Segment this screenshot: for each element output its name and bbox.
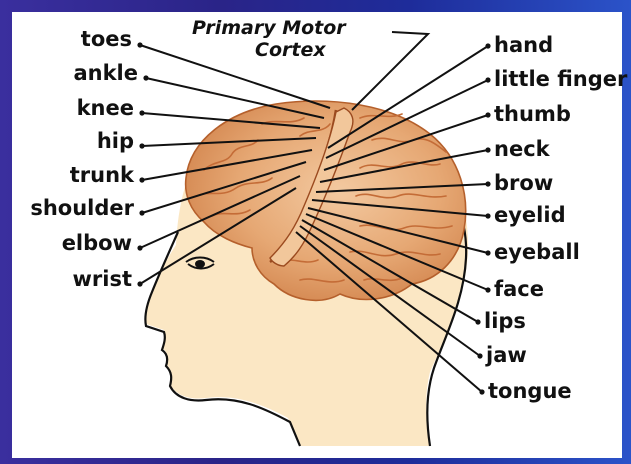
leader-dot-shoulder — [139, 210, 144, 215]
leader-dot-toes — [137, 42, 142, 47]
leader-dot-eyeball — [485, 250, 490, 255]
leader-dot-tongue — [479, 389, 484, 394]
leader-dot-lips — [475, 319, 480, 324]
leader-dot-knee — [139, 110, 144, 115]
leader-dot-brow — [485, 181, 490, 186]
label-neck: neck — [494, 137, 551, 161]
leader-dot-eyelid — [485, 213, 490, 218]
label-elbow: elbow — [62, 231, 132, 255]
label-shoulder: shoulder — [30, 196, 134, 220]
label-little-finger: little finger — [494, 67, 628, 91]
label-brow: brow — [494, 171, 553, 195]
leader-dot-ankle — [143, 75, 148, 80]
title-leader — [352, 32, 428, 110]
eye-pupil — [195, 260, 205, 268]
leader-dot-elbow — [137, 245, 142, 250]
label-hand: hand — [494, 33, 553, 57]
label-hip: hip — [97, 129, 134, 153]
leader-dot-neck — [485, 147, 490, 152]
label-lips: lips — [484, 309, 526, 333]
leader-dot-hip — [139, 143, 144, 148]
label-thumb: thumb — [494, 102, 571, 126]
label-tongue: tongue — [488, 379, 572, 403]
leader-dot-trunk — [139, 177, 144, 182]
label-toes: toes — [81, 27, 132, 51]
label-face: face — [494, 277, 544, 301]
diagram-title-line2: Cortex — [255, 39, 326, 61]
label-ankle: ankle — [73, 61, 138, 85]
label-knee: knee — [77, 96, 134, 120]
leader-dot-wrist — [137, 281, 142, 286]
label-jaw: jaw — [485, 343, 527, 367]
label-trunk: trunk — [70, 163, 135, 187]
label-eyeball: eyeball — [494, 240, 580, 264]
label-eyelid: eyelid — [494, 203, 566, 227]
diagram-title-line1: Primary Motor — [192, 17, 347, 39]
leader-dot-little-finger — [485, 77, 490, 82]
leader-dot-thumb — [485, 112, 490, 117]
leader-dot-hand — [485, 43, 490, 48]
leader-dot-jaw — [477, 353, 482, 358]
label-wrist: wrist — [73, 267, 133, 291]
leader-dot-face — [485, 287, 490, 292]
